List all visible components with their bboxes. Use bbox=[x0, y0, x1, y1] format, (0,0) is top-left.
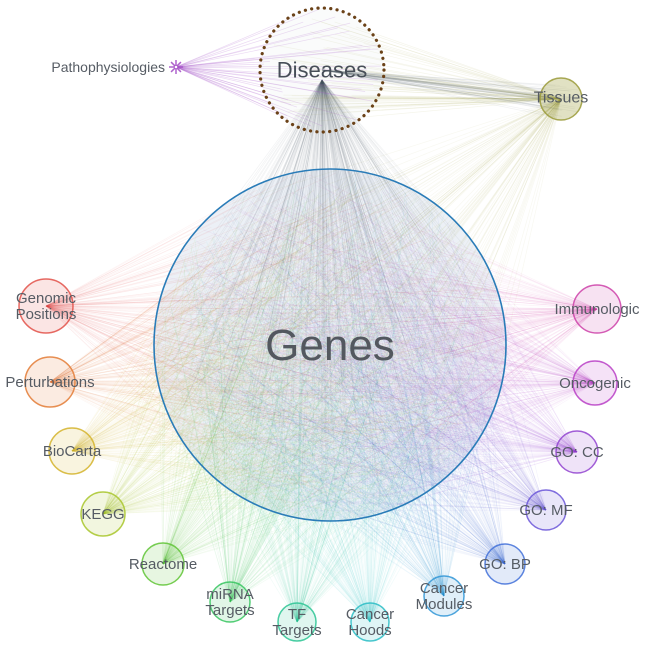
node-label-perturbations: Perturbations bbox=[5, 374, 94, 391]
node-cancer-hoods[interactable] bbox=[350, 602, 390, 642]
node-label-genomic-positions: Genomic bbox=[16, 290, 77, 307]
node-biocarta[interactable] bbox=[48, 427, 96, 475]
edge-bundles bbox=[45, 8, 598, 623]
node-immunologic[interactable] bbox=[572, 284, 622, 334]
node-go-mf[interactable] bbox=[525, 489, 567, 531]
node-go-cc[interactable] bbox=[555, 430, 599, 474]
genes-circle-fill bbox=[154, 169, 506, 521]
node-diseases[interactable] bbox=[258, 6, 386, 134]
node-go-bp[interactable] bbox=[484, 543, 526, 585]
node-label-cancer-modules: Modules bbox=[416, 596, 473, 613]
node-oncogenic[interactable] bbox=[572, 360, 618, 406]
node-label-tf-targets: Targets bbox=[272, 622, 321, 639]
node-label-cancer-hoods: Hoods bbox=[348, 622, 391, 639]
node-label-immunologic: Immunologic bbox=[554, 301, 640, 318]
genes-label: Genes bbox=[265, 321, 395, 370]
node-genomic-positions[interactable] bbox=[18, 278, 74, 334]
node-label-go-cc: GO: CC bbox=[550, 444, 604, 461]
node-mirna-targets[interactable] bbox=[209, 581, 251, 623]
node-reactome[interactable] bbox=[141, 542, 185, 586]
node-label-kegg: KEGG bbox=[81, 506, 124, 523]
node-label-biocarta: BioCarta bbox=[43, 443, 102, 460]
node-label-reactome: Reactome bbox=[129, 556, 197, 573]
node-label-mirna-targets: miRNA bbox=[206, 586, 254, 603]
node-label-oncogenic: Oncogenic bbox=[559, 375, 631, 392]
node-label-mirna-targets: Targets bbox=[205, 602, 254, 619]
node-label-cancer-modules: Cancer bbox=[420, 580, 468, 597]
node-label-go-mf: GO: MF bbox=[519, 502, 572, 519]
node-kegg[interactable] bbox=[80, 491, 126, 537]
node-label-tf-targets: TF bbox=[288, 606, 306, 623]
tissues-label: Tissues bbox=[534, 89, 589, 106]
asterisk-icon bbox=[173, 64, 179, 70]
node-label-cancer-hoods: Cancer bbox=[346, 606, 394, 623]
diseases-label: Diseases bbox=[277, 57, 367, 82]
node-cancer-modules[interactable] bbox=[423, 575, 465, 617]
node-tf-targets[interactable] bbox=[277, 602, 317, 642]
node-label-go-bp: GO: BP bbox=[479, 556, 531, 573]
pathophysiologies-label: Pathophysiologies bbox=[51, 59, 165, 75]
node-pathophysiologies[interactable] bbox=[169, 60, 183, 74]
node-perturbations[interactable] bbox=[24, 356, 76, 408]
node-genes[interactable] bbox=[153, 168, 507, 522]
node-tissues[interactable] bbox=[539, 77, 583, 121]
node-label-genomic-positions: Positions bbox=[16, 306, 77, 323]
